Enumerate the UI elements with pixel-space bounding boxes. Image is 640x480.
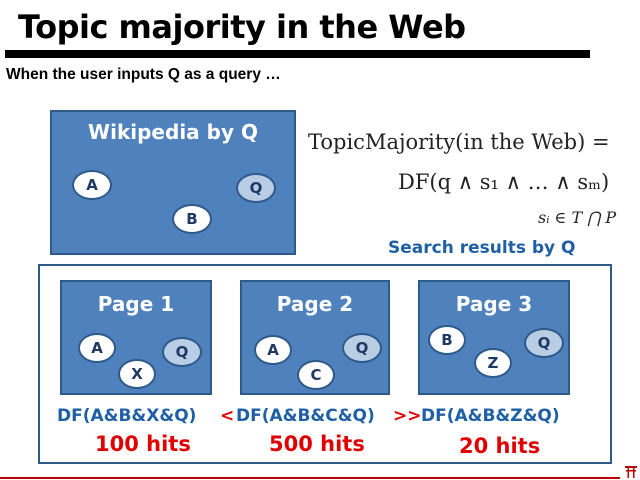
page-1-df-label: DF(A&B&X&Q) <box>57 406 197 426</box>
torii-logo-icon <box>625 466 637 478</box>
page-2-box: Page 2 A Q C <box>240 280 390 395</box>
page-3-node-q: Q <box>524 328 564 358</box>
footer-line <box>0 477 620 479</box>
much-greater-operator: >> <box>393 406 422 426</box>
page-2-title: Page 2 <box>276 292 354 316</box>
page-2-node-c: C <box>297 360 335 390</box>
page-2-node-a: A <box>254 335 292 365</box>
wikipedia-box: Wikipedia by Q A Q B <box>50 110 296 255</box>
page-2-hits: 500 hits <box>269 432 365 456</box>
page-2-node-q: Q <box>342 333 382 363</box>
less-than-operator: < <box>220 406 235 426</box>
formula-set: sᵢ ∈ T ⋂ P <box>538 208 617 227</box>
page-3-node-b: B <box>428 325 466 355</box>
page-3-node-z: Z <box>474 348 512 378</box>
search-results-frame <box>38 264 612 464</box>
search-results-label: Search results by Q <box>388 238 576 258</box>
page-1-node-q: Q <box>162 337 202 367</box>
slide-subtitle: When the user inputs Q as a query … <box>6 66 281 83</box>
page-1-node-a: A <box>78 333 116 363</box>
title-underline <box>5 50 590 58</box>
page-1-title: Page 1 <box>97 292 175 316</box>
page-3-box: Page 3 B Q Z <box>418 280 570 395</box>
page-3-hits: 20 hits <box>459 434 541 458</box>
node-q: Q <box>236 173 276 203</box>
page-3-df-label: DF(A&B&Z&Q) <box>421 406 560 426</box>
wikipedia-box-title: Wikipedia by Q <box>88 120 258 144</box>
page-1-node-x: X <box>118 359 156 389</box>
page-3-title: Page 3 <box>455 292 533 316</box>
node-a: A <box>72 170 112 200</box>
page-1-box: Page 1 A Q X <box>60 280 212 395</box>
formula-lhs: TopicMajority(in the Web) = <box>308 130 610 154</box>
formula-rhs: DF(q ∧ s₁ ∧ … ∧ sₘ) <box>398 170 610 194</box>
page-1-hits: 100 hits <box>95 432 191 456</box>
page-2-df-label: DF(A&B&C&Q) <box>236 406 375 426</box>
node-b: B <box>172 204 212 234</box>
slide-title: Topic majority in the Web <box>18 8 466 46</box>
